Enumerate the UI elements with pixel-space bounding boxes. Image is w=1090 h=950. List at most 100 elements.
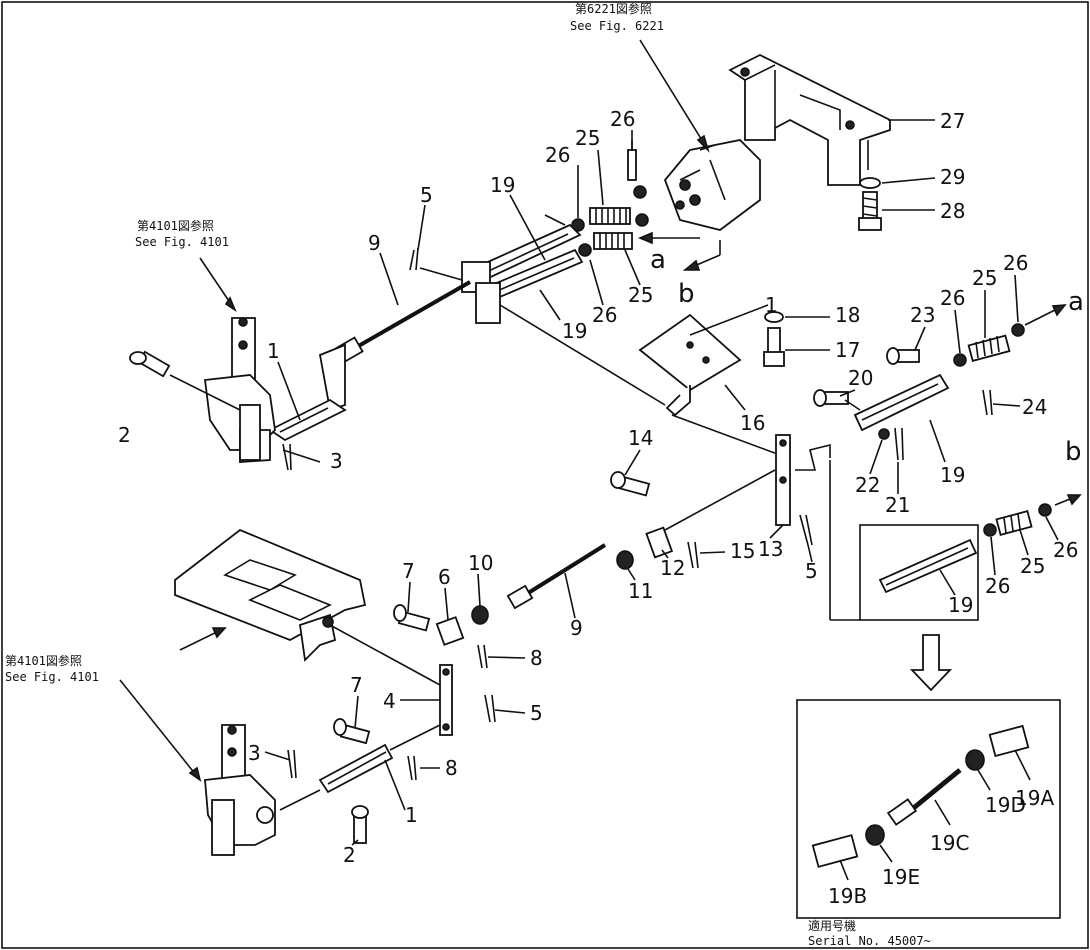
spring-upper-1	[589, 207, 631, 225]
callout-19C: 19C	[930, 831, 969, 855]
callout-25: 25	[575, 126, 600, 150]
callout-28: 28	[940, 199, 965, 223]
callout-17: 17	[835, 338, 860, 362]
part-19B	[811, 834, 859, 868]
part-19D	[965, 749, 985, 771]
callout-25: 25	[628, 283, 653, 307]
callout-1: 1	[405, 803, 418, 827]
callout-21: 21	[885, 493, 910, 517]
washer-29	[859, 177, 881, 189]
rod-19-middle	[853, 373, 950, 432]
bolt-20	[813, 389, 849, 407]
callout-25: 25	[972, 266, 997, 290]
link-4	[439, 664, 453, 736]
callout-19A: 19A	[1015, 786, 1054, 810]
callout-7: 7	[402, 559, 415, 583]
callout-19: 19	[490, 173, 515, 197]
callout-6: 6	[438, 565, 451, 589]
washer-lower	[578, 243, 592, 257]
callout-5: 5	[420, 183, 433, 207]
callout-16: 16	[740, 411, 765, 435]
part-19C	[886, 768, 962, 826]
callout-11: 11	[628, 579, 653, 603]
rod-19-upper	[461, 223, 584, 324]
callout-13: 13	[758, 537, 783, 561]
lever-upper	[268, 343, 347, 442]
bolt-7-lower	[333, 718, 371, 745]
callout-1: 1	[267, 339, 280, 363]
spring-right-upper	[967, 334, 1011, 363]
plate-16	[638, 313, 742, 417]
callout-3: 3	[248, 741, 261, 765]
nut-10	[471, 605, 489, 625]
clevis-6	[435, 616, 465, 646]
callout-2: 2	[343, 843, 356, 867]
part-19E	[865, 824, 885, 846]
callout-19D: 19D	[985, 793, 1026, 817]
callout-14: 14	[628, 426, 653, 450]
down-arrow	[909, 634, 953, 692]
arrow-label-b: b	[1065, 437, 1082, 467]
bolt-2-lower	[351, 805, 369, 844]
bolt-28	[858, 191, 882, 231]
callout-2: 2	[118, 423, 131, 447]
callout-26: 26	[985, 574, 1010, 598]
callout-19: 19	[562, 319, 587, 343]
callout-18: 18	[835, 303, 860, 327]
part-19A	[988, 724, 1030, 758]
callout-23: 23	[910, 303, 935, 327]
callout-24: 24	[1022, 395, 1047, 419]
callout-26: 26	[610, 107, 635, 131]
floor-plate	[174, 528, 367, 662]
callout-19: 19	[948, 593, 973, 617]
spring-upper-2	[593, 232, 633, 250]
washer-upper	[571, 218, 585, 232]
callout-5: 5	[805, 559, 818, 583]
bolt-2-upper	[129, 350, 171, 378]
arrow-label-a: a	[650, 245, 666, 275]
bracket-27	[728, 53, 891, 186]
pin-26	[627, 149, 637, 181]
ref-4101-bottom-en: See Fig. 4101	[5, 670, 99, 684]
callout-3: 3	[330, 449, 343, 473]
callout-1: 1	[765, 293, 778, 317]
callout-26: 26	[940, 286, 965, 310]
clevis-12	[645, 526, 674, 559]
ref-6221-en: See Fig. 6221	[570, 19, 664, 33]
callout-19E: 19E	[882, 865, 920, 889]
callout-26: 26	[1053, 538, 1078, 562]
callout-19: 19	[940, 463, 965, 487]
bolt-23	[886, 347, 920, 365]
callout-29: 29	[940, 165, 965, 189]
rod-9-lower	[506, 543, 607, 610]
callout-12: 12	[660, 556, 685, 580]
ref-4101-top-en: See Fig. 4101	[135, 235, 229, 249]
washer-18	[764, 311, 784, 323]
lever-1-lower	[318, 743, 394, 794]
nut-11	[616, 550, 634, 570]
callout-26: 26	[592, 303, 617, 327]
serial-en: Serial No. 45007~	[808, 934, 931, 948]
arrow-label-a: a	[1068, 287, 1084, 317]
arrow-label-b: b	[678, 279, 695, 309]
ref-4101-bottom-jp: 第4101図参照	[5, 653, 82, 668]
rod-19-inset	[878, 538, 978, 594]
callout-10: 10	[468, 551, 493, 575]
callout-15: 15	[730, 539, 755, 563]
spring-right-lower	[995, 510, 1033, 536]
callout-9: 9	[570, 616, 583, 640]
callout-4: 4	[383, 689, 396, 713]
rod-9-upper	[334, 280, 471, 364]
callout-22: 22	[855, 473, 880, 497]
valve-block	[663, 139, 761, 231]
ref-4101-top-jp: 第4101図参照	[137, 218, 214, 233]
bolt-7-upper	[393, 604, 431, 632]
lever-13	[775, 434, 791, 526]
detail-box	[796, 699, 1061, 919]
callout-5: 5	[530, 701, 543, 725]
ref-6221-jp: 第6221図参照	[575, 1, 652, 16]
callout-19B: 19B	[828, 884, 867, 908]
